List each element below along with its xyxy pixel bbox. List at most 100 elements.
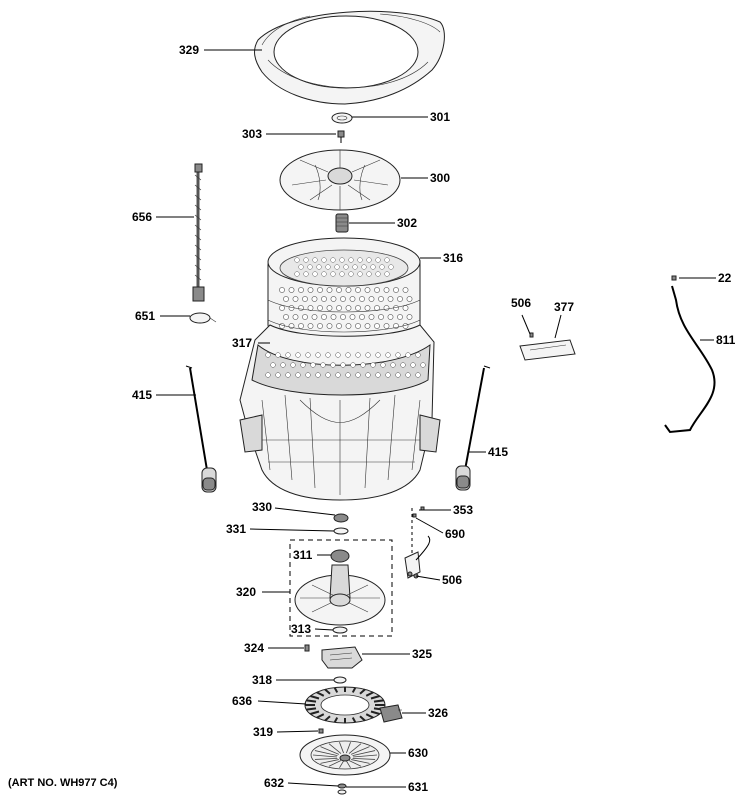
perforation — [303, 271, 309, 277]
perforation — [321, 257, 327, 263]
perforation — [402, 305, 409, 311]
callout-632: 632 — [264, 776, 284, 790]
callout-326: 326 — [428, 706, 448, 720]
perforation — [298, 305, 304, 311]
perforation — [355, 305, 361, 311]
rotor-spoke — [328, 743, 342, 754]
perforation — [335, 372, 341, 378]
bolt-303 — [337, 130, 345, 143]
stator-tooth — [359, 715, 366, 722]
perforation — [378, 296, 384, 302]
stator-teeth — [305, 687, 385, 723]
perforation — [370, 362, 376, 368]
perforation — [415, 372, 421, 378]
perforation — [307, 264, 313, 270]
perforation — [326, 305, 333, 311]
perforation — [279, 305, 285, 311]
perforation — [410, 362, 416, 368]
perforation — [330, 314, 337, 320]
perforation — [349, 296, 356, 302]
stator-tooth — [310, 710, 320, 715]
callout-330: 330 — [252, 500, 272, 514]
perforation — [384, 257, 390, 263]
perforation — [355, 352, 361, 358]
perforation — [390, 362, 396, 368]
perforation — [378, 314, 384, 320]
rotor-spoke — [351, 759, 370, 764]
rotor-spoke — [328, 760, 342, 767]
perforation — [305, 352, 311, 358]
perforation — [312, 271, 318, 277]
stator-tooth — [306, 699, 317, 703]
stator-tooth — [365, 713, 374, 719]
perforation — [360, 362, 366, 368]
callout-300: 300 — [430, 171, 450, 185]
rotor-spoke — [339, 742, 344, 754]
perforation — [326, 287, 333, 293]
perforation — [375, 372, 381, 378]
nut-632 — [337, 783, 347, 789]
perforation — [345, 287, 352, 293]
perforation — [415, 352, 421, 358]
perforation — [359, 314, 365, 320]
perforation — [316, 264, 322, 270]
perforation — [343, 264, 349, 270]
callout-690: 690 — [445, 527, 465, 541]
perforation — [317, 287, 323, 293]
rotor-spoke — [314, 750, 338, 757]
nut-319 — [318, 728, 324, 734]
callout-labels: 329 301 303 300 656 302 316 22 506 377 6… — [132, 43, 736, 794]
callout-313: 313 — [291, 622, 311, 636]
callout-331: 331 — [226, 522, 246, 536]
perforation — [405, 352, 411, 358]
perforation — [317, 305, 323, 311]
callout-324: 324 — [244, 641, 264, 655]
screw-506-top — [529, 332, 534, 338]
perforation — [397, 296, 403, 302]
rotor-spoke — [352, 757, 376, 760]
perforation — [307, 287, 314, 293]
perforation — [357, 257, 363, 263]
perforation — [385, 352, 391, 358]
bearing-330 — [333, 513, 349, 523]
stator-tooth — [351, 687, 357, 693]
perforation — [321, 271, 327, 277]
callout-311: 311 — [293, 548, 313, 562]
stator-tooth — [324, 715, 331, 722]
perforation — [305, 372, 311, 378]
perforation — [345, 372, 351, 378]
perforation — [285, 372, 291, 378]
perforation — [355, 287, 361, 293]
perforation — [321, 314, 327, 320]
perforation — [406, 314, 413, 320]
perforation — [350, 362, 356, 368]
perforation — [311, 296, 318, 302]
perforation — [307, 323, 314, 329]
perforation — [336, 287, 342, 293]
perforation — [387, 296, 394, 302]
perforation — [400, 362, 406, 368]
perforation — [388, 264, 394, 270]
perforation — [340, 296, 346, 302]
callout-415-right: 415 — [488, 445, 508, 459]
stator-tooth — [310, 695, 320, 700]
callout-320: 320 — [236, 585, 256, 599]
perforation — [307, 305, 314, 311]
callout-325: 325 — [412, 647, 432, 661]
perforation — [321, 296, 327, 302]
perforation — [348, 271, 354, 277]
perforation — [374, 287, 380, 293]
callout-631: 631 — [408, 780, 428, 794]
perforation — [290, 362, 296, 368]
perforation — [385, 372, 391, 378]
perforation — [339, 271, 345, 277]
stator-tooth — [359, 688, 366, 695]
callout-319: 319 — [253, 725, 273, 739]
perforation — [279, 323, 285, 329]
perforation — [397, 314, 403, 320]
perforation — [387, 314, 394, 320]
callout-353: 353 — [453, 503, 473, 517]
spring-302 — [335, 213, 349, 233]
